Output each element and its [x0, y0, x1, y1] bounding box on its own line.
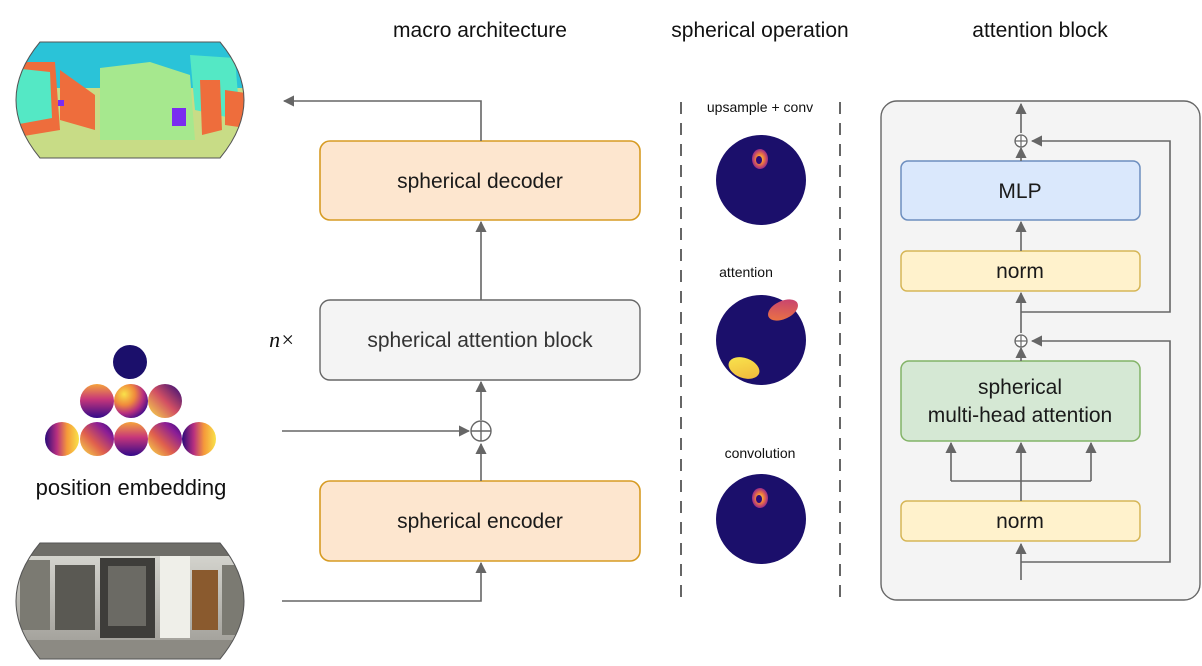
embedding-sphere-l2-e — [182, 422, 216, 456]
mha-label-line2: multi-head attention — [928, 404, 1112, 427]
attention-block-label: spherical attention block — [367, 329, 593, 352]
embedding-sphere-l1-b — [114, 384, 148, 418]
residual-add-upper — [1014, 134, 1028, 148]
repeat-label: n× — [269, 327, 295, 352]
encoder-label: spherical encoder — [397, 510, 563, 533]
norm-top-box: norm — [900, 250, 1141, 292]
decoder-box: spherical decoder — [319, 140, 641, 221]
block-connectors — [945, 102, 1171, 580]
embedding-sphere-l1-a — [80, 384, 114, 418]
embedding-sphere-l2-d — [148, 422, 182, 456]
embedding-sphere-l1-c — [148, 384, 182, 418]
op-attention-label: attention — [719, 264, 773, 280]
attention-block-panel — [880, 100, 1201, 601]
norm-bottom-box: norm — [900, 500, 1141, 542]
mlp-box: MLP — [900, 160, 1141, 221]
macro-connectors — [282, 95, 487, 602]
decoder-label: spherical decoder — [397, 170, 563, 193]
position-embedding-spheres — [45, 345, 216, 456]
embedding-sphere-l2-b — [80, 422, 114, 456]
add-operator — [470, 420, 492, 442]
mlp-label: MLP — [998, 180, 1041, 203]
op-convolution-label: convolution — [725, 445, 796, 461]
residual-add-lower — [1014, 334, 1028, 348]
op-upsample-sphere — [716, 135, 806, 225]
position-embedding-label: position embedding — [36, 475, 227, 500]
op-convolution-sphere — [716, 474, 806, 564]
embedding-sphere-l2-c — [114, 422, 148, 456]
norm-top-label: norm — [996, 260, 1044, 283]
op-upsample-label: upsample + conv — [707, 99, 813, 115]
header-spherical-operation: spherical operation — [671, 19, 848, 42]
norm-bottom-label: norm — [996, 510, 1044, 533]
segmentation-panorama — [15, 41, 245, 159]
mha-box: spherical multi-head attention — [900, 360, 1141, 442]
op-attention-sphere — [716, 295, 806, 385]
input-panorama — [15, 542, 245, 660]
mha-label-line1: spherical — [978, 376, 1062, 399]
embedding-sphere-l2-a — [45, 422, 79, 456]
header-attention-block: attention block — [972, 19, 1108, 42]
attention-block-box: spherical attention block — [319, 299, 641, 381]
encoder-box: spherical encoder — [319, 480, 641, 562]
embedding-sphere-l0 — [113, 345, 147, 379]
header-macro-architecture: macro architecture — [393, 19, 567, 42]
